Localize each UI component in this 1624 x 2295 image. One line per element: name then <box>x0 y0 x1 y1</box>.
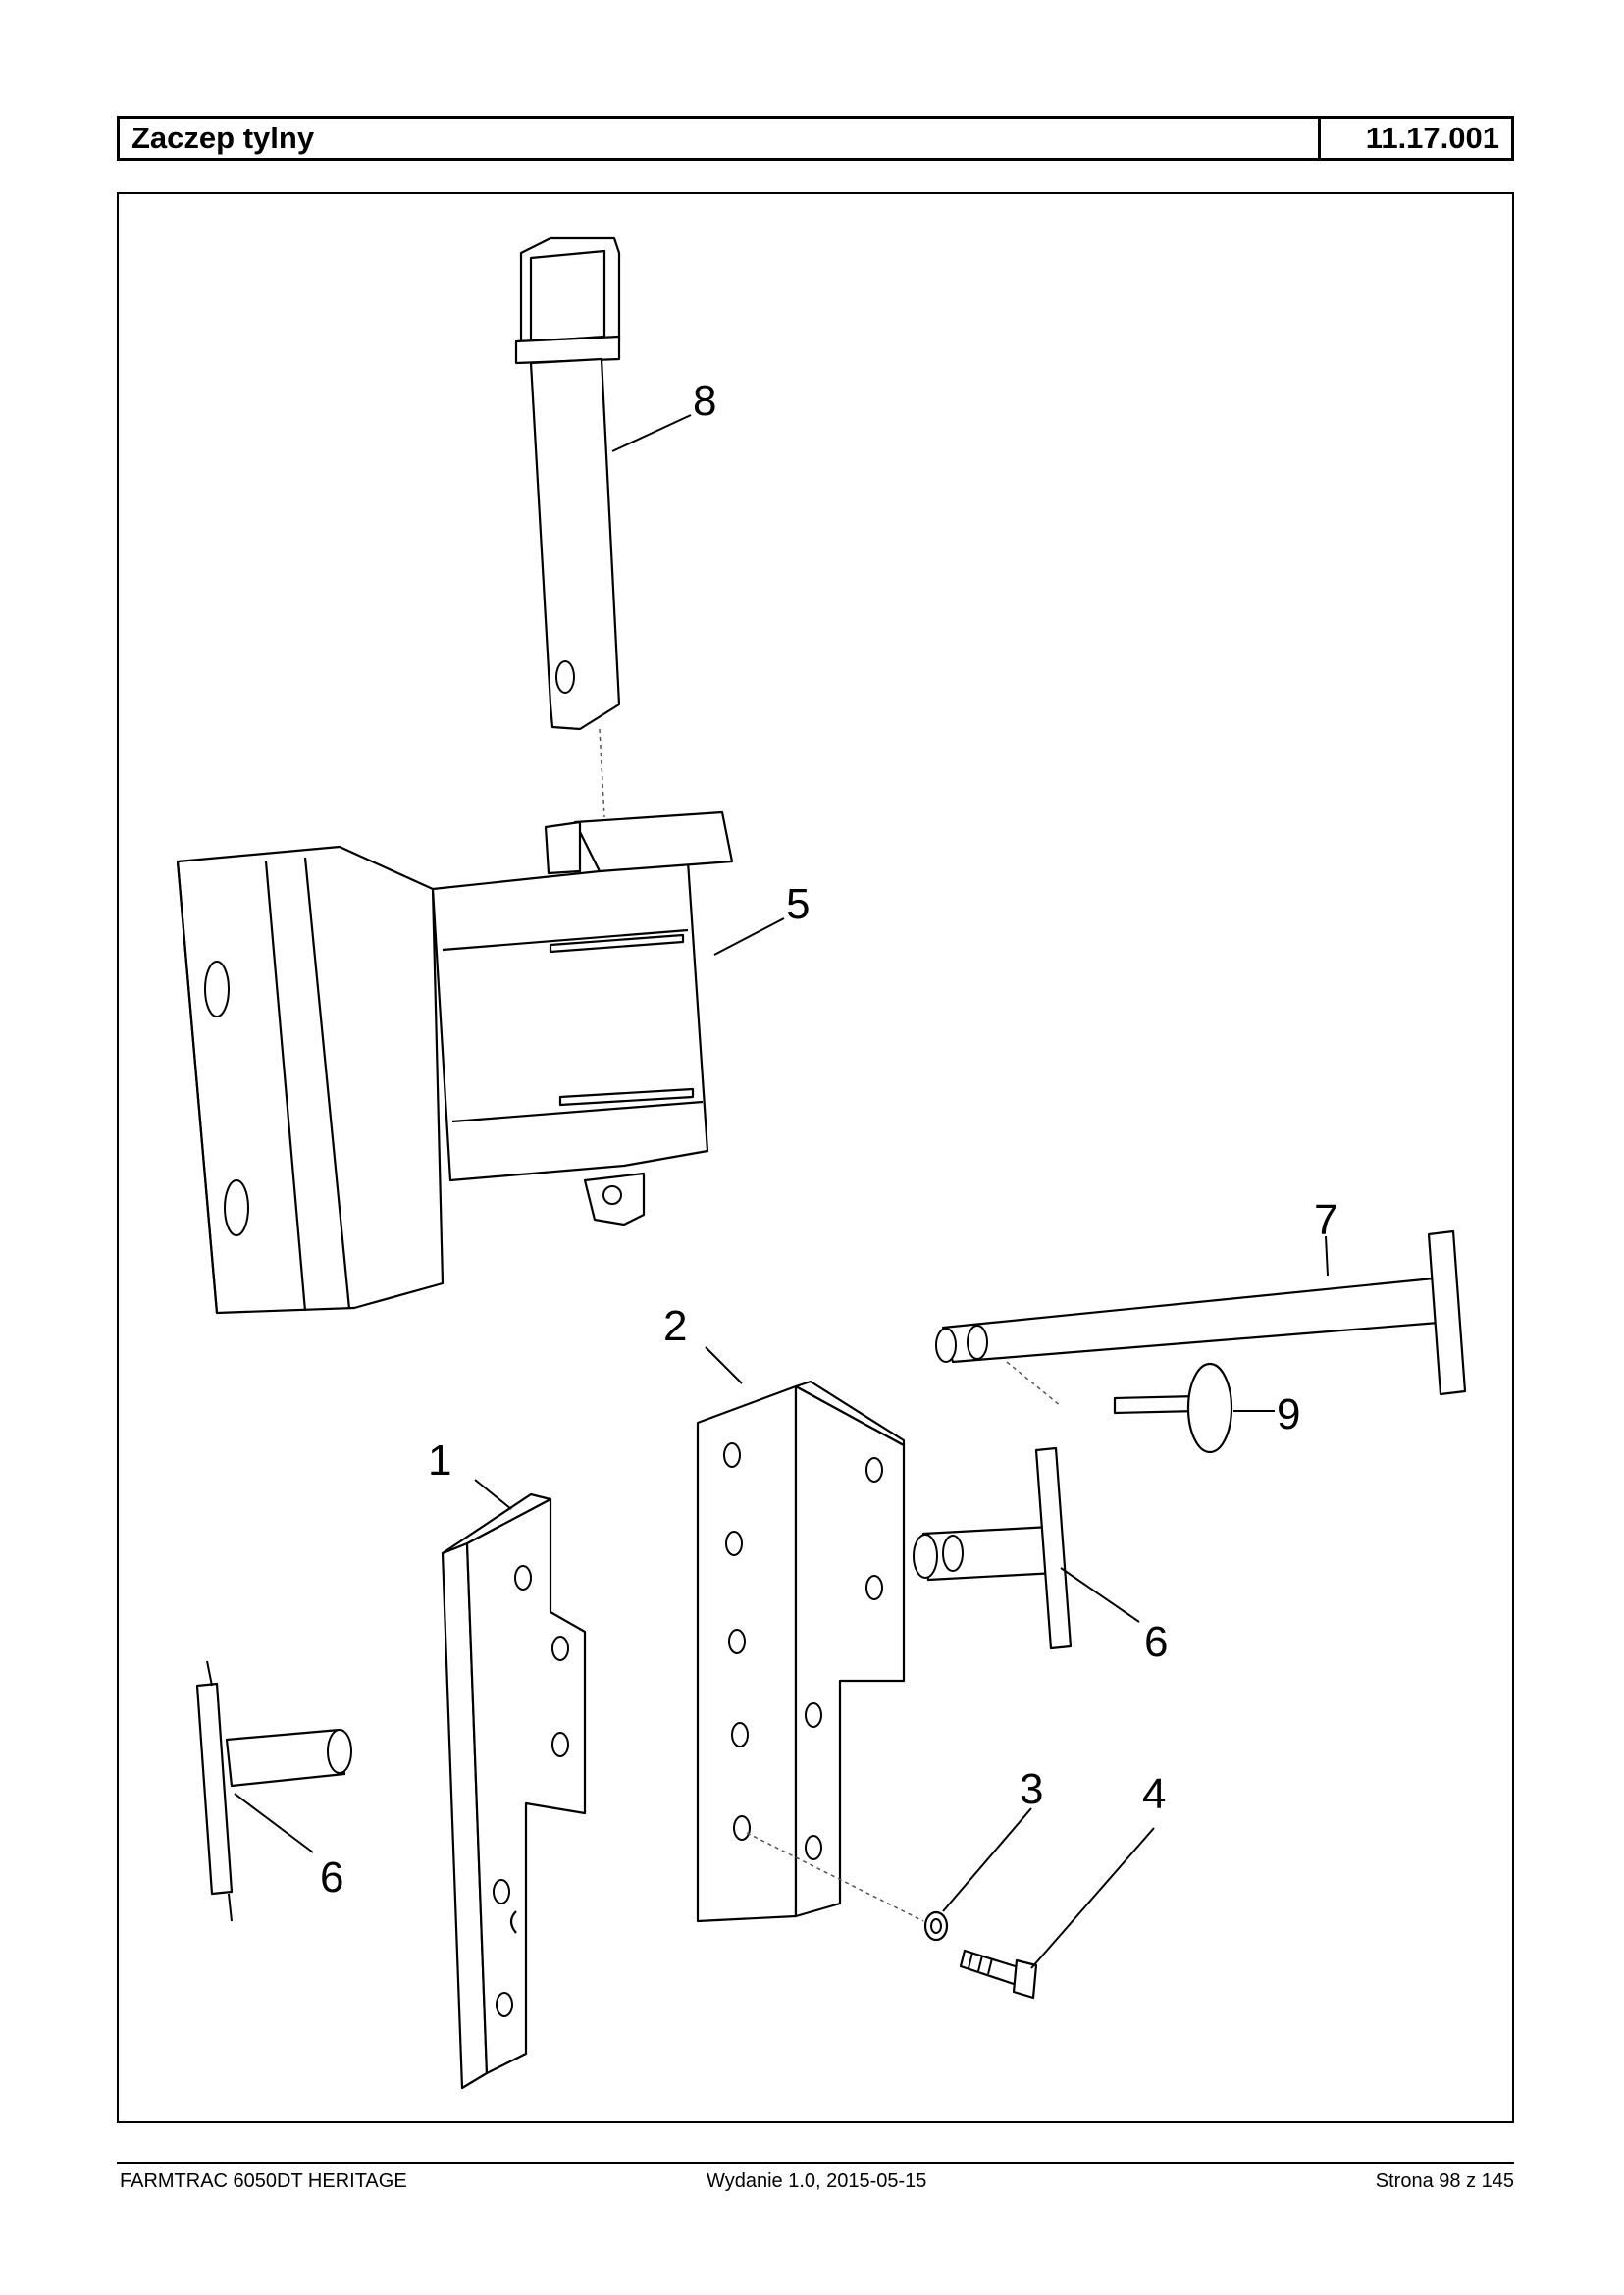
callout-9: 9 <box>1277 1390 1300 1438</box>
leader-1 <box>474 1479 512 1510</box>
leader-6-right <box>1060 1567 1140 1623</box>
parts-drawing-frame: 8 5 <box>117 192 1514 2123</box>
part-6-short-pin-left <box>195 1660 352 1922</box>
part-3-washer <box>923 1910 949 1942</box>
leader-6-left <box>234 1793 314 1853</box>
exploded-parts-diagram: 8 5 <box>176 236 1467 2090</box>
leader-2 <box>705 1346 743 1384</box>
callout-2: 2 <box>663 1302 687 1350</box>
leader-5 <box>713 917 785 956</box>
callout-8: 8 <box>693 377 716 425</box>
leader-7 <box>1325 1235 1329 1277</box>
callout-5: 5 <box>786 880 810 928</box>
part-9-linch-pin <box>1113 1362 1233 1454</box>
section-code: 11.17.001 <box>1318 119 1511 158</box>
part-4-bolt <box>959 1949 1038 2000</box>
callout-6-left: 6 <box>320 1853 343 1902</box>
callout-6-right: 6 <box>1144 1618 1168 1666</box>
callout-1: 1 <box>428 1436 451 1485</box>
leader-4 <box>1030 1827 1155 1969</box>
title-bar: Zaczep tylny 11.17.001 <box>117 116 1514 161</box>
leader-8 <box>611 414 692 452</box>
leader-3 <box>942 1807 1032 1912</box>
part-7-t-handle-pin <box>935 1229 1467 1407</box>
page-title: Zaczep tylny <box>131 121 315 155</box>
part-6-short-pin-right <box>913 1446 1073 1650</box>
part-2-angle-plate <box>696 1380 924 1923</box>
callout-4: 4 <box>1142 1770 1166 1818</box>
footer-model: FARMTRAC 6050DT HERITAGE <box>120 2170 407 2192</box>
footer-edition: Wydanie 1.0, 2015-05-15 <box>707 2170 927 2192</box>
footer-rule <box>117 2162 1514 2164</box>
part-8-hitch-pin <box>514 236 621 818</box>
callout-7: 7 <box>1314 1196 1337 1244</box>
callout-3: 3 <box>1020 1765 1043 1813</box>
footer-page-number: Strona 98 z 145 <box>1375 2170 1514 2192</box>
part-5-drawbar-bracket <box>176 810 734 1315</box>
part-1-angle-plate <box>441 1492 587 2090</box>
